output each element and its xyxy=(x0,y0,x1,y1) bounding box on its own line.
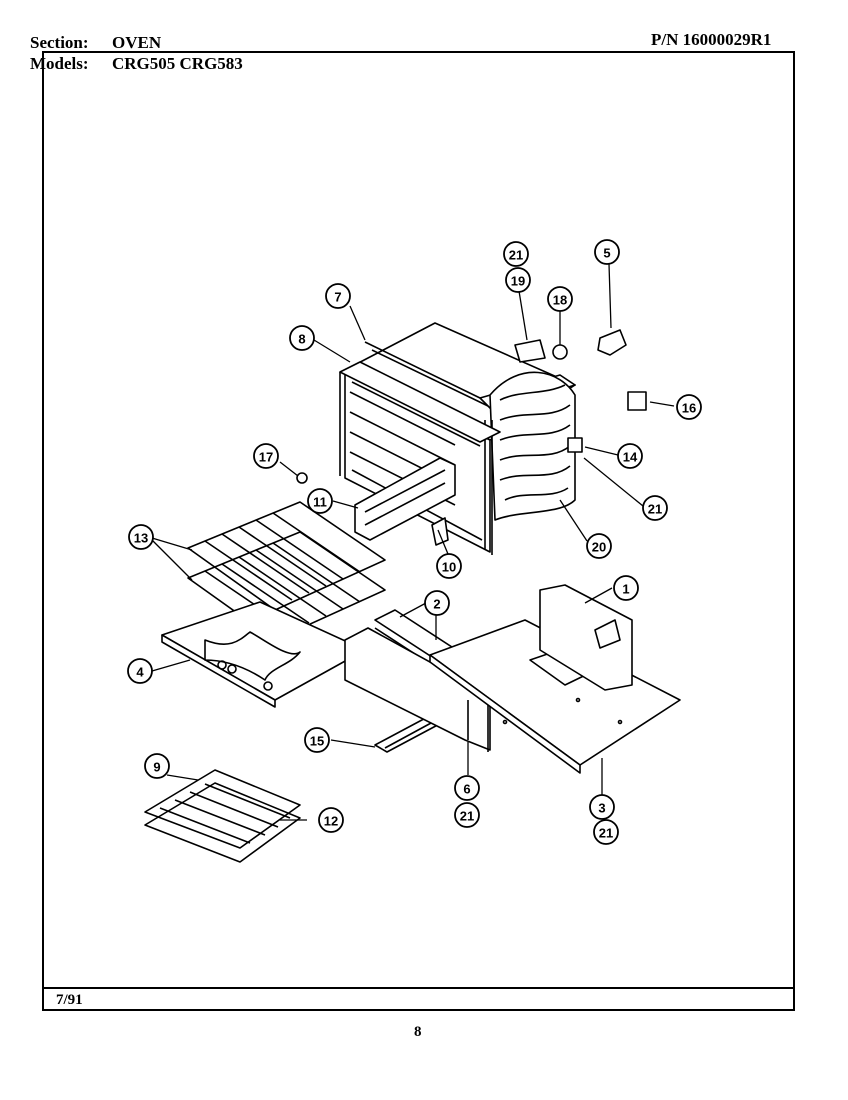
callout-10: 10 xyxy=(436,553,462,579)
callout-1: 1 xyxy=(613,575,639,601)
callout-circle xyxy=(454,775,480,801)
callout-number: 14 xyxy=(623,450,638,465)
callout-21: 21 xyxy=(642,495,668,521)
callout-8: 8 xyxy=(289,325,315,351)
section-value: OVEN xyxy=(112,33,162,52)
callout-circle xyxy=(594,239,620,265)
callout-number: 11 xyxy=(313,495,327,510)
callout-number: 17 xyxy=(259,450,273,465)
callout-number: 20 xyxy=(592,540,606,555)
orifice-part xyxy=(552,344,568,360)
callout-5: 5 xyxy=(594,239,620,265)
part-number: P/N 16000029R1 xyxy=(651,30,772,49)
callout-13: 13 xyxy=(128,524,154,550)
callout-21: 21 xyxy=(503,241,529,267)
callout-17: 17 xyxy=(253,443,279,469)
callout-circle xyxy=(586,533,612,559)
callout-11: 11 xyxy=(307,488,333,514)
callout-circle xyxy=(676,394,702,420)
callout-circle xyxy=(424,590,450,616)
section-label: Section: xyxy=(30,33,89,52)
callout-circle xyxy=(589,794,615,820)
light-socket-part xyxy=(597,329,627,356)
callout-circle xyxy=(593,819,619,845)
callout-number: 18 xyxy=(553,293,567,308)
footer-divider xyxy=(42,987,795,989)
callout-circle xyxy=(547,286,573,312)
oven-racks-part xyxy=(187,501,386,641)
callout-circle xyxy=(325,283,351,309)
insulation-blanket xyxy=(484,371,576,555)
callout-circle xyxy=(253,443,279,469)
callout-circle xyxy=(307,488,333,514)
callout-circle xyxy=(613,575,639,601)
callout-number: 5 xyxy=(603,246,610,261)
callout-9: 9 xyxy=(144,753,170,779)
models-value: CRG505 CRG583 xyxy=(112,54,243,73)
callout-14: 14 xyxy=(617,443,643,469)
callout-circle xyxy=(128,524,154,550)
callout-number: 7 xyxy=(334,290,341,305)
callout-number: 4 xyxy=(136,665,144,680)
callout-circle xyxy=(127,658,153,684)
control-panel-part xyxy=(539,584,633,691)
oven-bottom-body-part xyxy=(429,619,681,774)
callout-number: 21 xyxy=(599,826,613,841)
callout-number: 8 xyxy=(298,332,305,347)
callout-number: 21 xyxy=(648,502,662,517)
side-panel-part xyxy=(344,627,491,752)
callout-number: 13 xyxy=(134,531,148,546)
callout-circle xyxy=(505,267,531,293)
callout-3: 3 xyxy=(589,794,615,820)
valve-part xyxy=(514,339,546,363)
callout-circle xyxy=(289,325,315,351)
callout-number: 21 xyxy=(509,248,523,263)
door-seal-frame xyxy=(339,361,501,476)
callout-circle xyxy=(304,727,330,753)
valve-mount-part xyxy=(567,437,583,453)
callout-number: 3 xyxy=(598,801,605,816)
callout-circle xyxy=(318,807,344,833)
callout-16: 16 xyxy=(676,394,702,420)
callout-circle xyxy=(642,495,668,521)
igniter-part xyxy=(431,517,449,546)
callout-number: 2 xyxy=(433,597,440,612)
diagram-frame xyxy=(42,51,795,1011)
callout-19: 19 xyxy=(505,267,531,293)
callout-circle xyxy=(436,553,462,579)
callout-18: 18 xyxy=(547,286,573,312)
callout-15: 15 xyxy=(304,727,330,753)
callout-number: 6 xyxy=(463,782,470,797)
callout-number: 9 xyxy=(153,760,160,775)
callout-circle xyxy=(503,241,529,267)
callout-4: 4 xyxy=(127,658,153,684)
broiler-pan-part xyxy=(144,769,301,863)
callout-circle xyxy=(617,443,643,469)
light-bracket-part xyxy=(627,391,647,411)
callout-7: 7 xyxy=(325,283,351,309)
callout-21: 21 xyxy=(454,802,480,828)
callout-6: 6 xyxy=(454,775,480,801)
callout-number: 15 xyxy=(310,734,324,749)
callout-circle xyxy=(144,753,170,779)
broiler-bottom-plate-part xyxy=(161,601,366,708)
revision-date: 7/91 xyxy=(56,992,83,1008)
callout-21: 21 xyxy=(593,819,619,845)
models-label: Models: xyxy=(30,54,89,73)
callout-number: 21 xyxy=(460,809,474,824)
callout-12: 12 xyxy=(318,807,344,833)
callout-number: 12 xyxy=(324,814,338,829)
page-number: 8 xyxy=(414,1024,422,1040)
callout-number: 1 xyxy=(622,582,629,597)
callout-circle xyxy=(454,802,480,828)
callout-number: 16 xyxy=(682,401,696,416)
callout-2: 2 xyxy=(424,590,450,616)
callout-number: 19 xyxy=(511,274,525,289)
callout-number: 10 xyxy=(442,560,456,575)
thermostat-bulb-part xyxy=(296,472,308,484)
callout-20: 20 xyxy=(586,533,612,559)
